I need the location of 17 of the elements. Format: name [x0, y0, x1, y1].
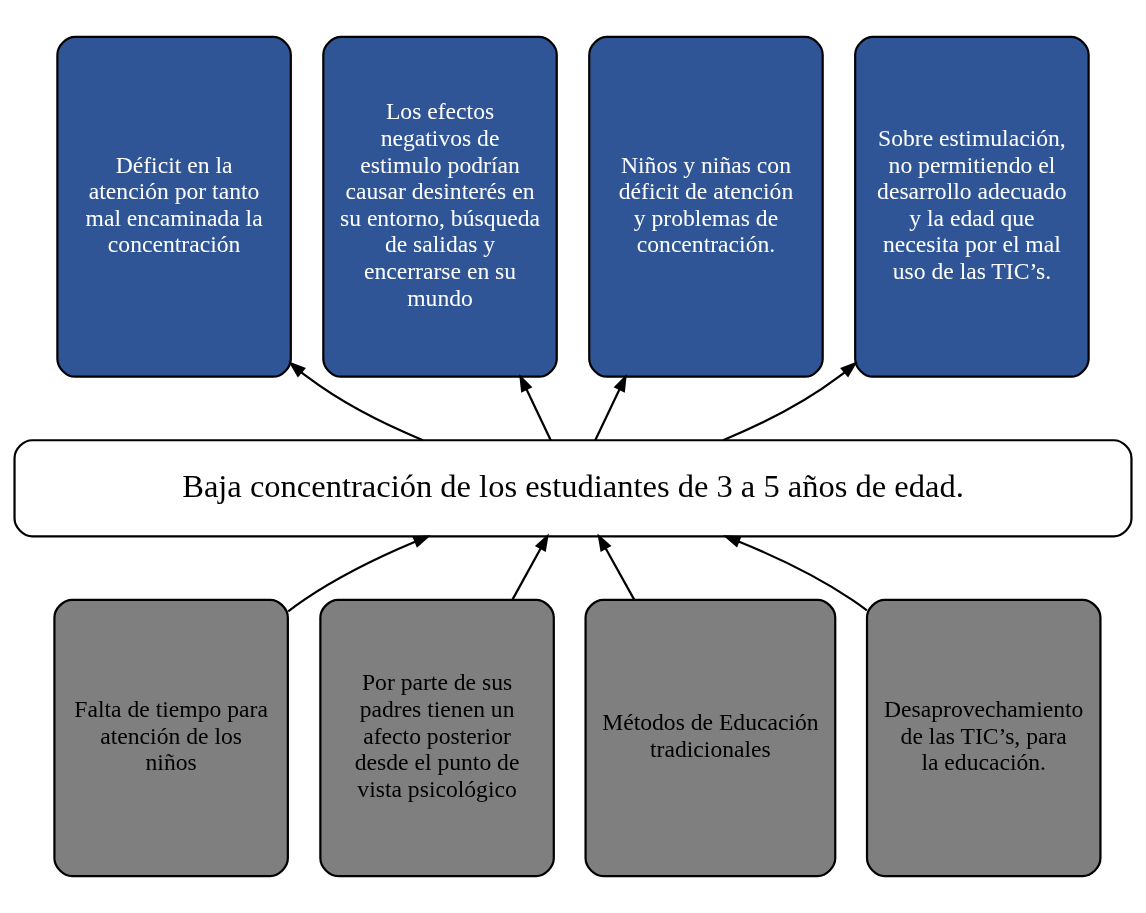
node-box: Falta de tiempo para atención de los niños [53, 598, 289, 878]
arrow [722, 535, 868, 612]
node-box: Métodos de Educación tradicionales [584, 598, 837, 878]
node-box: Baja concentración de los estudiantes de 3 a 5 años de edad. [13, 439, 1133, 538]
arrow [511, 533, 549, 600]
node-box: Los efectos negativos de estimulo podrían causar desinterés en su entorno, búsqueda de salidas y encerrarse en su mundo [322, 35, 558, 378]
arrow [287, 535, 431, 613]
node-box: Por parte de sus padres tienen un afecto posterior desde el punto de vista psicológico [319, 598, 555, 878]
arrow [597, 533, 636, 600]
node-box: Niños y niñas con déficit de atención y problemas de concentración. [588, 35, 824, 378]
node-box: Déficit en la atención por tanto mal encaminada la concentración [56, 35, 292, 378]
arrow [594, 374, 627, 441]
node-box: Desaprovechamiento de las TIC’s, para la educación. [865, 598, 1102, 878]
node-box: Sobre estimulación, no permitiendo el desarrollo adecuado y la edad que necesita por el mal uso de las TIC’s. [854, 35, 1090, 378]
arrow [519, 374, 552, 441]
arrow [722, 361, 858, 442]
arrow [288, 361, 424, 442]
